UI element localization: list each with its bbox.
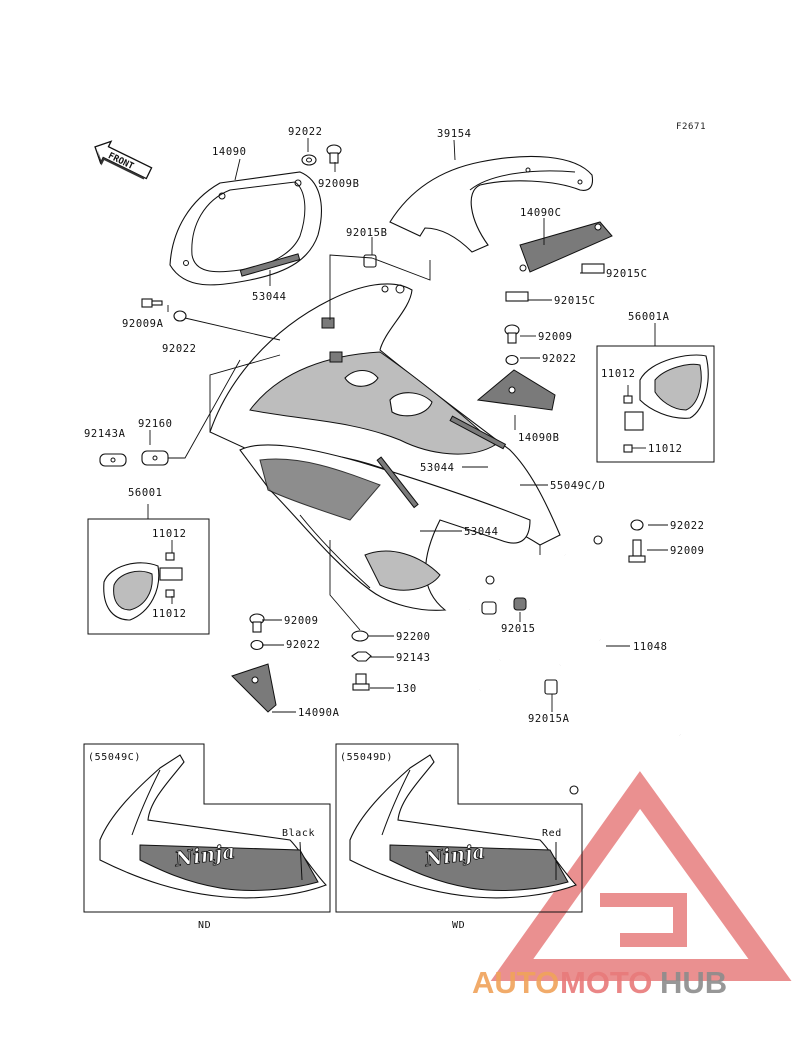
label-washer-top: 92022 (288, 126, 323, 138)
figure-code: F2671 (676, 122, 706, 132)
label-grommet-l2: 11012 (152, 608, 187, 620)
clip-frame-part (481, 597, 527, 615)
label-bolt-frame: 92009 (670, 545, 705, 557)
label-clip-c1: 92015C (606, 268, 648, 280)
label-stay: 11048 (633, 641, 668, 653)
bolt-frame-part (628, 539, 646, 563)
label-mirror-left: 56001 (128, 487, 163, 499)
label-strip-top: 53044 (252, 291, 287, 303)
label-strip-low: 53044 (464, 526, 499, 538)
label-damper-b: 92160 (138, 418, 173, 430)
leader-lines (147, 138, 668, 713)
label-bolt-a: 92009A (122, 318, 164, 330)
label-bracket-a: 14090A (298, 707, 340, 719)
variant-color-black: Black (282, 828, 315, 839)
bolt-top-part (326, 144, 342, 164)
label-grommet-r1: 11012 (601, 368, 636, 380)
label-washer-low: 92022 (286, 639, 321, 651)
nut-center-part (351, 651, 372, 662)
label-grommet-r2: 11012 (648, 443, 683, 455)
variant-color-red: Red (542, 828, 562, 839)
bolt-right-part (504, 324, 520, 344)
label-bolt-right: 92009 (538, 331, 573, 343)
variant-caption-wd: WD (452, 920, 465, 931)
washer-frame-part (630, 519, 644, 531)
upper-cowl-part (389, 155, 594, 253)
label-clip-frame: 92015 (501, 623, 536, 635)
label-upper-cowl: 39154 (437, 128, 472, 140)
bolt-low-part (249, 613, 265, 633)
label-mirror-right: 56001A (628, 311, 670, 323)
side-cowl-part (239, 444, 531, 611)
bracket-right-part (519, 221, 613, 273)
strip-mid-part (449, 415, 507, 450)
variant-box-red: (55049D) Ninja Red WD (335, 743, 583, 931)
variant-code-black: (55049C) (88, 752, 141, 763)
label-strip-mid: 53044 (420, 462, 455, 474)
label-clip-c2: 92015C (554, 295, 596, 307)
inner-cowl-part (209, 283, 561, 546)
clip-a-part (544, 679, 558, 695)
label-meter-cover: 14090 (212, 146, 247, 158)
watermark-logo-icon (490, 771, 792, 981)
label-bolt-top: 92009B (318, 178, 360, 190)
watermark-moto: MOTO (560, 965, 652, 1000)
front-arrow-icon: FRONT (94, 140, 153, 180)
watermark-auto: AUTO (472, 965, 559, 1000)
variant-box-black: (55049C) Ninja Black ND (83, 743, 331, 931)
label-grommet-l1: 11012 (152, 528, 187, 540)
bracket-a-part (231, 663, 277, 713)
clip-b-part (363, 254, 377, 268)
variant-code-red: (55049D) (340, 752, 393, 763)
washer-a-part (173, 310, 187, 322)
label-washer-frame: 92022 (670, 520, 705, 532)
watermark-text: AUTO MOTO HUB (472, 965, 727, 1000)
watermark-hub: HUB (660, 965, 727, 1000)
label-damper-a: 92143A (84, 428, 126, 440)
label-bracket-right: 14090C (520, 207, 562, 219)
strip-top-part (239, 253, 301, 277)
washer-top-part (301, 154, 317, 166)
label-washer-a: 92022 (162, 343, 197, 355)
washer-low-part (250, 639, 264, 651)
damper-a-part (99, 453, 127, 467)
bolt-center-part (352, 673, 370, 691)
washer-right-part (505, 354, 519, 366)
stay-frame-part (468, 535, 682, 795)
label-washer-right: 92022 (542, 353, 577, 365)
label-clip-a: 92015A (528, 713, 570, 725)
label-bracket-b: 14090B (518, 432, 560, 444)
label-nut-center: 92143 (396, 652, 431, 664)
mirror-right-box (596, 345, 715, 463)
label-washer-center: 92200 (396, 631, 431, 643)
mirror-left-box (87, 518, 210, 635)
bracket-b-part (476, 369, 556, 411)
bolt-a-part (141, 298, 163, 308)
washer-center-part (351, 630, 369, 642)
damper-b-part (141, 450, 169, 466)
meter-cover-part (169, 171, 322, 286)
label-bolt-center: 130 (396, 683, 417, 695)
label-bolt-low: 92009 (284, 615, 319, 627)
strip-low-part (376, 456, 419, 509)
label-side-cowl: 55049C/D (550, 480, 605, 492)
label-clip-b: 92015B (346, 227, 388, 239)
variant-caption-nd: ND (198, 920, 211, 931)
